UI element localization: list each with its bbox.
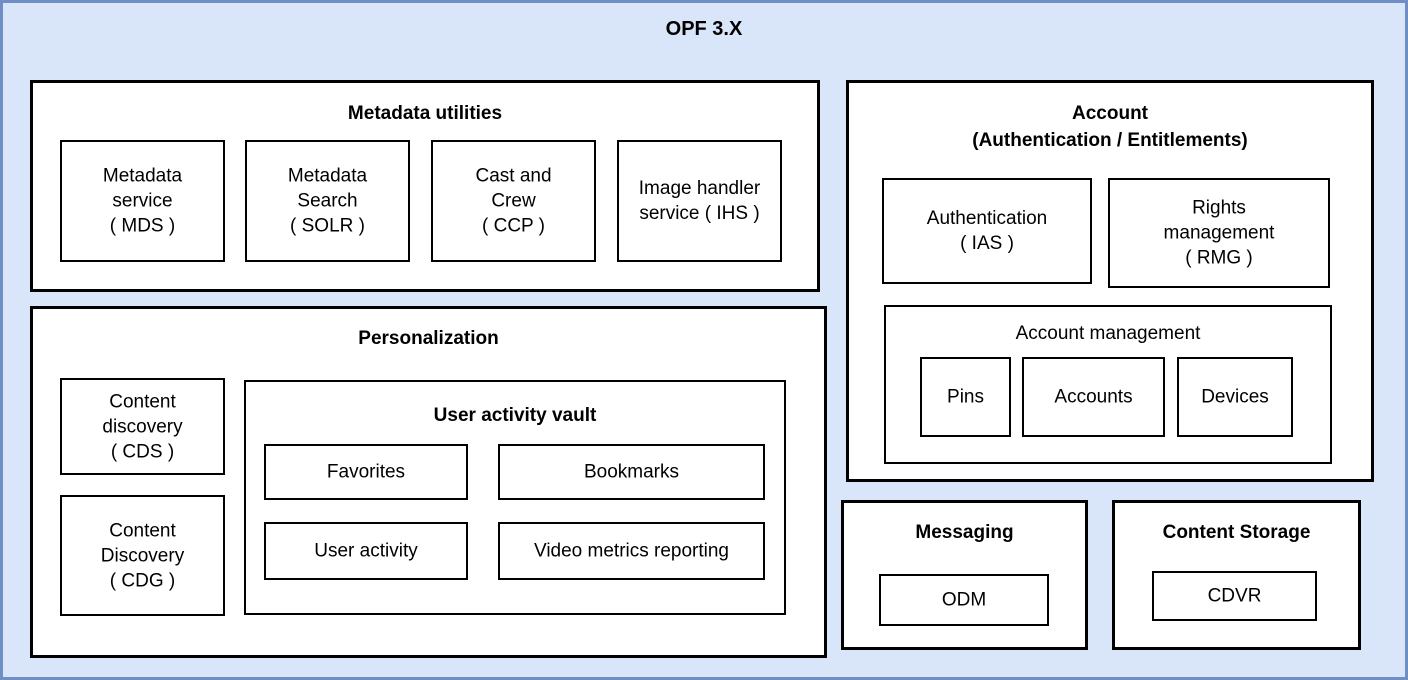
service-box-favorites[interactable]: Favorites [264, 444, 468, 500]
group-title-personalization: Personalization [358, 328, 499, 349]
group-title-account-line2: (Authentication / Entitlements) [972, 130, 1248, 151]
service-box-cdvr[interactable]: CDVR [1152, 571, 1317, 621]
service-label-video-metrics-reporting: Video metrics reporting [533, 540, 730, 562]
service-label-cdg: Content Discovery ( CDG ) [100, 520, 185, 591]
service-label-ias: Authentication ( IAS ) [926, 208, 1048, 254]
service-box-odm[interactable]: ODM [879, 574, 1049, 626]
service-box-pins[interactable]: Pins [920, 357, 1011, 437]
service-label-accounts: Accounts [1054, 386, 1133, 408]
service-label-rmg: Rights management ( RMG ) [1163, 197, 1275, 269]
service-label-solr: Metadata Search ( SOLR ) [287, 165, 368, 237]
service-box-ccp[interactable]: Cast and Crew ( CCP ) [431, 140, 596, 262]
service-box-rmg[interactable]: Rights management ( RMG ) [1108, 178, 1330, 288]
group-title-account-line1: Account [1072, 103, 1148, 124]
service-box-ias[interactable]: Authentication ( IAS ) [882, 178, 1092, 284]
service-label-bookmarks: Bookmarks [583, 461, 680, 483]
service-box-devices[interactable]: Devices [1177, 357, 1293, 437]
service-label-ccp: Cast and Crew ( CCP ) [475, 165, 552, 237]
service-box-accounts[interactable]: Accounts [1022, 357, 1165, 437]
service-box-user-activity[interactable]: User activity [264, 522, 468, 580]
service-label-cdvr: CDVR [1207, 585, 1262, 607]
service-label-favorites: Favorites [326, 461, 406, 483]
group-title-metadata-utilities: Metadata utilities [347, 103, 503, 124]
service-label-user-activity: User activity [314, 540, 418, 562]
service-label-devices: Devices [1201, 386, 1269, 408]
service-label-cds: Content discovery ( CDS ) [102, 391, 183, 462]
group-title-user-activity-vault: User activity vault [433, 405, 597, 426]
group-title-content-storage: Content Storage [1162, 522, 1311, 543]
diagram-title: OPF 3.X [665, 18, 743, 40]
service-box-cds[interactable]: Content discovery ( CDS ) [60, 378, 225, 475]
service-box-cdg[interactable]: Content Discovery ( CDG ) [60, 495, 225, 616]
service-label-odm: ODM [941, 589, 987, 611]
service-box-ihs[interactable]: Image handler service ( IHS ) [617, 140, 782, 262]
service-label-mds: Metadata service ( MDS ) [102, 165, 183, 237]
service-label-ihs: Image handler service ( IHS ) [638, 178, 761, 224]
service-box-mds[interactable]: Metadata service ( MDS ) [60, 140, 225, 262]
service-box-solr[interactable]: Metadata Search ( SOLR ) [245, 140, 410, 262]
service-box-video-metrics-reporting[interactable]: Video metrics reporting [498, 522, 765, 580]
group-title-account-management: Account management [1015, 323, 1201, 344]
service-label-pins: Pins [947, 386, 984, 408]
group-title-messaging: Messaging [915, 522, 1014, 543]
service-box-bookmarks[interactable]: Bookmarks [498, 444, 765, 500]
